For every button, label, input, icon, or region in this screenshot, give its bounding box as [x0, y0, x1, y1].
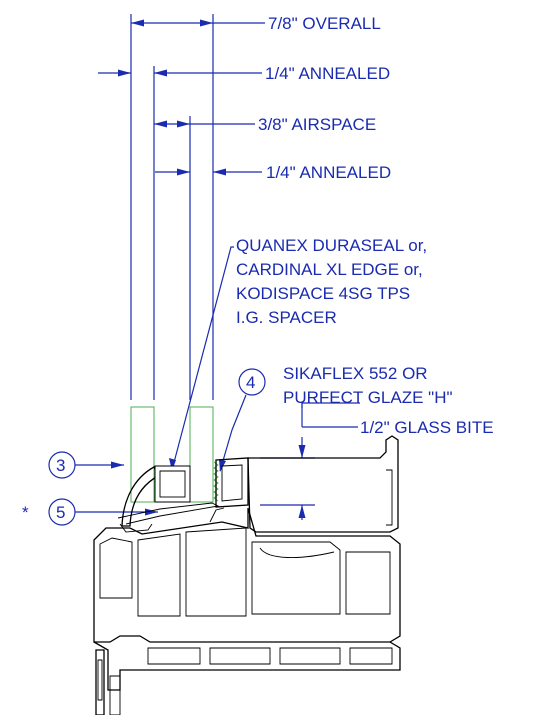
dim-inner-pane-label: 1/4" ANNEALED: [266, 163, 391, 182]
callout-3-label: 3: [56, 456, 65, 475]
callout-4-label: 4: [246, 373, 255, 392]
spacer-note-line3: KODISPACE 4SG TPS: [236, 284, 410, 303]
dim-airspace: 3/8" AIRSPACE: [154, 115, 376, 134]
callout-4-bubble: [238, 368, 266, 396]
extension-lines: [130, 14, 214, 400]
dim-inner-pane: 1/4" ANNEALED: [155, 163, 391, 182]
window-frame-profile: [93, 435, 401, 715]
callout-5-asterisk: *: [22, 503, 29, 522]
sealant-note-line2: PURFECT GLAZE "H": [283, 388, 453, 407]
outer-glass-pane: [130, 406, 155, 503]
dim-airspace-label: 3/8" AIRSPACE: [258, 115, 376, 134]
dim-overall: 7/8" OVERALL: [131, 14, 381, 33]
spacer-note-line2: CARDINAL XL EDGE or,: [236, 260, 423, 279]
callout-5-label: 5: [56, 503, 65, 522]
spacer-note-line1: QUANEX DURASEAL or,: [236, 236, 427, 255]
dim-overall-label: 7/8" OVERALL: [268, 14, 381, 33]
glazing-bead: [117, 466, 220, 527]
dim-outer-pane: 1/4" ANNEALED: [98, 64, 390, 83]
dim-glass-bite-label: 1/2" GLASS BITE: [360, 418, 494, 437]
callout-3: 3: [48, 451, 124, 479]
dim-glass-bite: 1/2" GLASS BITE: [260, 402, 494, 520]
ig-spacer: [154, 465, 191, 503]
glass-panes: [130, 406, 214, 503]
sealant-note-line1: SIKAFLEX 552 OR: [283, 364, 428, 383]
ig-spacer-body: [154, 465, 191, 503]
spacer-note-line4: I.G. SPACER: [236, 308, 337, 327]
sealant-note: SIKAFLEX 552 OR PURFECT GLAZE "H" 4: [219, 364, 453, 472]
dim-outer-pane-label: 1/4" ANNEALED: [265, 64, 390, 83]
inner-glass-pane: [189, 406, 214, 503]
spacer-note: QUANEX DURASEAL or, CARDINAL XL EDGE or,…: [169, 236, 427, 471]
